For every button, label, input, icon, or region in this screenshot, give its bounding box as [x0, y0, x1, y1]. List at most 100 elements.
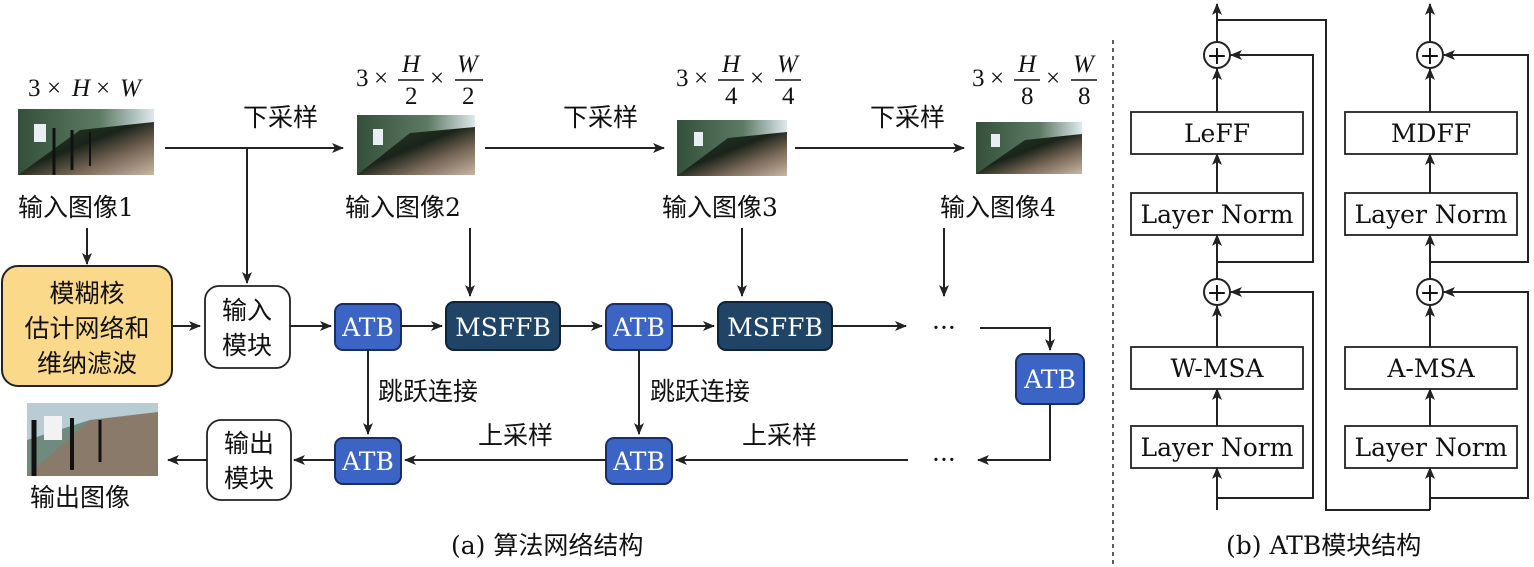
svg-text:Layer Norm: Layer Norm [1355, 200, 1508, 229]
svg-text:×: × [374, 65, 388, 92]
svg-text:W: W [777, 51, 800, 78]
svg-text:输入: 输入 [222, 296, 272, 325]
skip-label-2: 跳跃连接 [650, 377, 750, 406]
a-msa-box: A-MSA [1344, 346, 1518, 390]
arrow-from-bottleneck-atb [977, 404, 1051, 465]
input-image-2 [357, 115, 475, 175]
skip-label-1: 跳跃连接 [378, 377, 478, 406]
svg-text:H: H [721, 51, 742, 78]
input-image-4-label: 输入图像4 [940, 193, 1056, 222]
svg-text:MSFFB: MSFFB [455, 313, 551, 342]
svg-text:+: + [1207, 278, 1228, 307]
svg-text:维纳滤波: 维纳滤波 [37, 349, 137, 378]
residual-1b [1217, 50, 1314, 263]
svg-text:ATB: ATB [341, 313, 394, 342]
upsample-label-2: 上采样 [478, 421, 553, 450]
svg-text:×: × [1046, 65, 1060, 92]
plus-node-2b: + [1416, 41, 1444, 70]
input-image-3 [677, 120, 787, 176]
input-image-2-label: 输入图像2 [345, 193, 461, 222]
atb-block-4: ATB [605, 437, 673, 485]
layer-norm-box-2b: Layer Norm [1344, 192, 1518, 236]
svg-text:4: 4 [782, 83, 795, 110]
svg-text:ATB: ATB [341, 447, 394, 476]
output-image [27, 403, 158, 476]
ellipsis-top: ··· [932, 313, 956, 342]
svg-text:×: × [694, 65, 708, 92]
input-image-3-label: 输入图像3 [662, 193, 778, 222]
svg-text:3: 3 [356, 65, 369, 92]
caption-b: (b) ATB模块结构 [1226, 531, 1421, 560]
size-label-3: 3 × H 4 × W 4 [676, 51, 801, 110]
atb-block-1: ATB [334, 303, 402, 351]
size-label-1: 3 × H × W [28, 75, 143, 102]
svg-text:+: + [1420, 278, 1441, 307]
svg-text:4: 4 [725, 83, 738, 110]
svg-text:MDFF: MDFF [1391, 119, 1471, 148]
downsample-label-1: 下采样 [243, 103, 318, 132]
residual-2b [1430, 50, 1529, 263]
residual-2a [1430, 287, 1529, 499]
svg-text:W: W [120, 75, 143, 102]
downsample-label-3: 下采样 [870, 103, 945, 132]
ellipsis-bottom: ··· [932, 445, 956, 474]
atb-structure-column-1: Layer Norm W-MSA + Layer Norm LeFF + [1130, 3, 1314, 510]
svg-text:Layer Norm: Layer Norm [1355, 433, 1508, 462]
svg-text:2: 2 [462, 83, 475, 110]
svg-text:W: W [1073, 51, 1096, 78]
svg-text:+: + [1207, 41, 1228, 70]
layer-norm-box-2a: Layer Norm [1344, 425, 1518, 469]
svg-text:Layer Norm: Layer Norm [1141, 200, 1294, 229]
output-image-label: 输出图像 [30, 483, 130, 512]
svg-text:8: 8 [1078, 83, 1091, 110]
sign-patch [34, 124, 46, 142]
w-msa-box: W-MSA [1130, 346, 1304, 390]
svg-text:模块: 模块 [224, 464, 274, 493]
atb-block-3: ATB [334, 437, 402, 485]
svg-text:输出: 输出 [224, 429, 274, 458]
svg-text:ATB: ATB [1023, 365, 1076, 394]
layer-norm-box-1b: Layer Norm [1130, 192, 1304, 236]
svg-text:2: 2 [405, 83, 418, 110]
size-label-2: 3 × H 2 × W 2 [356, 51, 483, 110]
svg-text:3: 3 [972, 65, 985, 92]
residual-1a [1217, 287, 1314, 499]
atb-structure-column-2: Layer Norm A-MSA + Layer Norm MDFF + [1344, 3, 1529, 510]
blur-kernel-module: 模糊核 估计网络和 维纳滤波 [1, 265, 173, 387]
column-connector [1217, 19, 1430, 511]
output-module: 输出 模块 [206, 419, 292, 501]
leff-box: LeFF [1130, 111, 1304, 155]
atb-block-bottleneck: ATB [1015, 353, 1085, 405]
svg-text:×: × [990, 65, 1004, 92]
svg-text:W-MSA: W-MSA [1170, 354, 1264, 383]
input-module: 输入 模块 [204, 285, 291, 369]
downsample-label-2: 下采样 [563, 103, 638, 132]
svg-text:估计网络和: 估计网络和 [24, 314, 149, 343]
upsample-label-1: 上采样 [742, 421, 817, 450]
svg-text:×: × [96, 75, 110, 102]
atb-block-2: ATB [605, 303, 673, 351]
plus-node-1b: + [1203, 41, 1231, 70]
svg-text:×: × [47, 75, 61, 102]
svg-text:ATB: ATB [612, 447, 665, 476]
svg-text:A-MSA: A-MSA [1386, 354, 1475, 383]
msffb-block-2: MSFFB [717, 301, 833, 351]
input-image-4 [976, 122, 1082, 174]
layer-norm-box-1a: Layer Norm [1130, 425, 1304, 469]
svg-text:3: 3 [28, 75, 41, 102]
input-image-1 [18, 109, 154, 175]
svg-text:×: × [750, 65, 764, 92]
plus-node-1a: + [1203, 278, 1231, 307]
svg-text:ATB: ATB [612, 313, 665, 342]
svg-text:H: H [71, 75, 92, 102]
svg-text:×: × [430, 65, 444, 92]
plus-node-2a: + [1416, 278, 1444, 307]
svg-text:LeFF: LeFF [1184, 119, 1250, 148]
svg-text:模块: 模块 [222, 331, 272, 360]
svg-text:8: 8 [1021, 83, 1034, 110]
svg-text:Layer Norm: Layer Norm [1141, 433, 1294, 462]
size-label-4: 3 × H 8 × W 8 [972, 51, 1097, 110]
arrow-to-bottleneck-atb [980, 327, 1055, 351]
svg-text:模糊核: 模糊核 [49, 279, 124, 308]
